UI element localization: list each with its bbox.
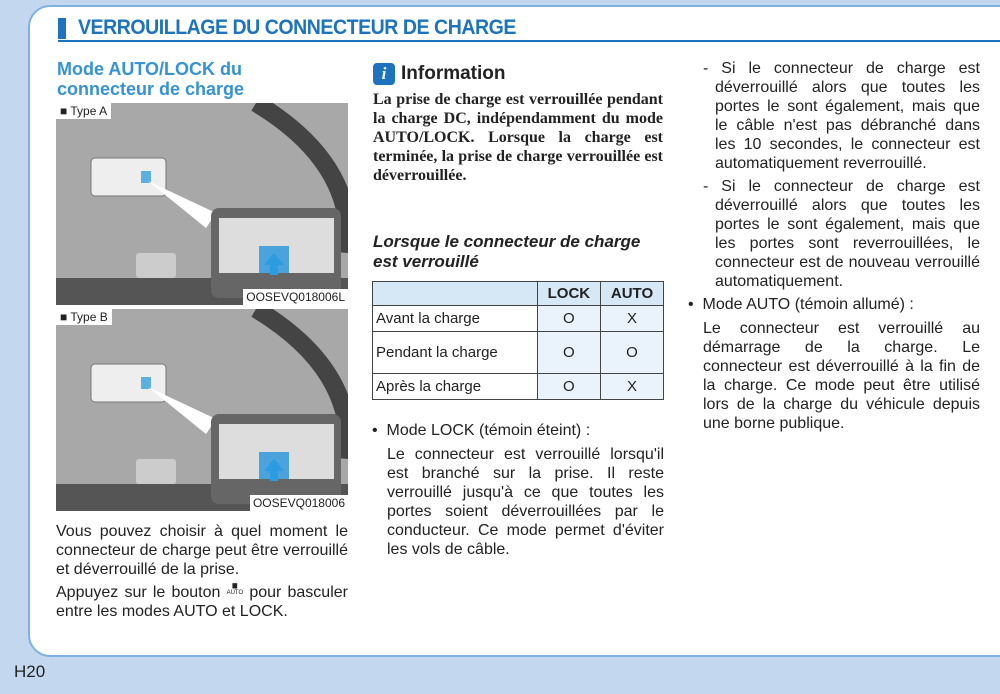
figure-tag: Type B: [56, 309, 112, 325]
header-cell: AUTO: [600, 281, 664, 306]
dash-text: Si le connecteur de charge est déverroui…: [715, 178, 980, 290]
cell: O: [536, 373, 602, 400]
cell: X: [600, 373, 664, 400]
figure-code: OOSEVQ018006: [249, 495, 348, 511]
auto-mode-text: Le connecteur est verrouillé au démarrag…: [703, 320, 980, 432]
cell: X: [600, 305, 664, 332]
figure-type-b: Type B OOSEVQ018006: [56, 309, 348, 511]
cell: Pendant la charge: [372, 331, 538, 374]
figure-code: OOSEVQ018006L: [243, 289, 348, 305]
lock-mode-label: • Mode LOCK (témoin éteint) :: [372, 422, 591, 439]
cell: O: [600, 331, 664, 374]
header-cell: [372, 281, 538, 306]
dash-text: Si le connecteur de charge est déverroui…: [715, 60, 980, 172]
label-text: Mode AUTO (témoin allumé) :: [702, 296, 914, 313]
subsection-heading: Mode AUTO/LOCK du connecteur de charge: [57, 59, 245, 99]
para-text: pour basculer entre les modes AUTO et LO…: [56, 584, 348, 620]
dashboard-illustration: [56, 309, 348, 511]
header-cell: LOCK: [536, 281, 602, 306]
information-header: i Information: [373, 63, 506, 85]
para-text: Appuyez sur le bouton: [56, 584, 221, 601]
cell: O: [536, 305, 602, 332]
cell: Après la charge: [372, 373, 538, 400]
charge-lock-button-icon: ▆AUTO: [226, 583, 244, 596]
table-heading: Lorsque le connecteur de charge est verr…: [373, 232, 641, 271]
section-title: VERROUILLAGE DU CONNECTEUR DE CHARGE: [58, 16, 1000, 42]
intro-paragraph: Vous pouvez choisir à quel moment le con…: [56, 523, 348, 578]
section-title-text: VERROUILLAGE DU CONNECTEUR DE CHARGE: [78, 16, 516, 39]
auto-mode-label: • Mode AUTO (témoin allumé) :: [688, 296, 914, 313]
button-paragraph: Appuyez sur le bouton ▆AUTO pour bascule…: [56, 583, 348, 621]
figure-tag: Type A: [56, 103, 112, 119]
dash-item: - Si le connecteur de charge est déverro…: [703, 60, 980, 172]
cell: Avant la charge: [372, 305, 538, 332]
right-column: - Si le connecteur de charge est déverro…: [688, 59, 980, 433]
page-number: H20: [14, 662, 46, 681]
dash-item: - Si le connecteur de charge est déverro…: [703, 178, 980, 290]
information-title: Information: [401, 63, 506, 84]
lock-mode-text: Le connecteur est verrouillé lorsqu'il e…: [387, 446, 664, 558]
dashboard-illustration: [56, 103, 348, 305]
lock-mode-item: • Mode LOCK (témoin éteint) : Le connect…: [372, 421, 664, 559]
information-text: La prise de charge est verrouillée penda…: [373, 91, 663, 184]
cell: O: [536, 331, 602, 374]
label-text: Mode LOCK (témoin éteint) :: [386, 422, 591, 439]
figure-type-a: Type A OOSEVQ018006L: [56, 103, 348, 305]
button-icon-label: AUTO: [226, 590, 244, 596]
info-icon: i: [373, 63, 395, 85]
